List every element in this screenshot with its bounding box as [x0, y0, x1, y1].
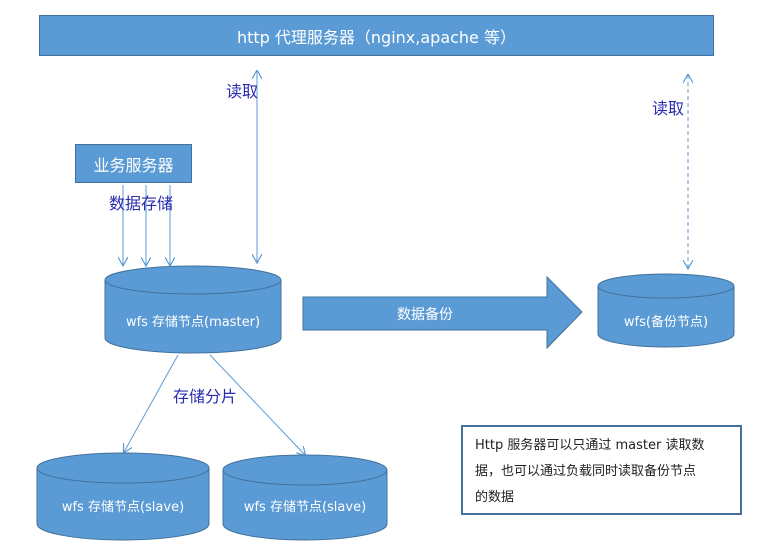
data-store-label: 数据存储 [109, 194, 174, 213]
slave2-node-label: wfs 存储节点(slave) [243, 499, 367, 515]
note-line-2: 据，也可以通过负载同时读取备份节点 [475, 464, 697, 479]
slave1-cylinder [36, 452, 210, 541]
note-line-1: Http 服务器可以只通过 master 读取数 [475, 438, 705, 453]
business-server-box: 业务服务器 [75, 144, 192, 183]
read-backup-label: 读取 [652, 99, 685, 118]
master-cylinder [104, 265, 282, 354]
backup-node-label: wfs(备份节点) [623, 314, 709, 330]
master-node-label: wfs 存储节点(master) [125, 314, 261, 330]
business-server-label: 业务服务器 [93, 155, 174, 175]
explanation-note: Http 服务器可以只通过 master 读取数 据，也可以通过负载同时读取备份… [461, 425, 742, 515]
proxy-server-bar: http 代理服务器（nginx,apache 等） [39, 15, 714, 56]
note-line-3: 的数据 [475, 490, 515, 505]
slave2-cylinder [222, 454, 388, 541]
backup-block-arrow [302, 275, 583, 350]
read-master-label: 读取 [226, 82, 259, 101]
sharding-label: 存储分片 [173, 387, 238, 406]
shard-arrow-left [124, 354, 179, 452]
slave1-node-label: wfs 存储节点(slave) [61, 499, 185, 515]
proxy-server-label: http 代理服务器（nginx,apache 等） [236, 27, 516, 47]
backup-arrow-label: 数据备份 [397, 306, 453, 323]
shard-arrow-right [209, 354, 305, 455]
backup-cylinder [597, 273, 735, 348]
